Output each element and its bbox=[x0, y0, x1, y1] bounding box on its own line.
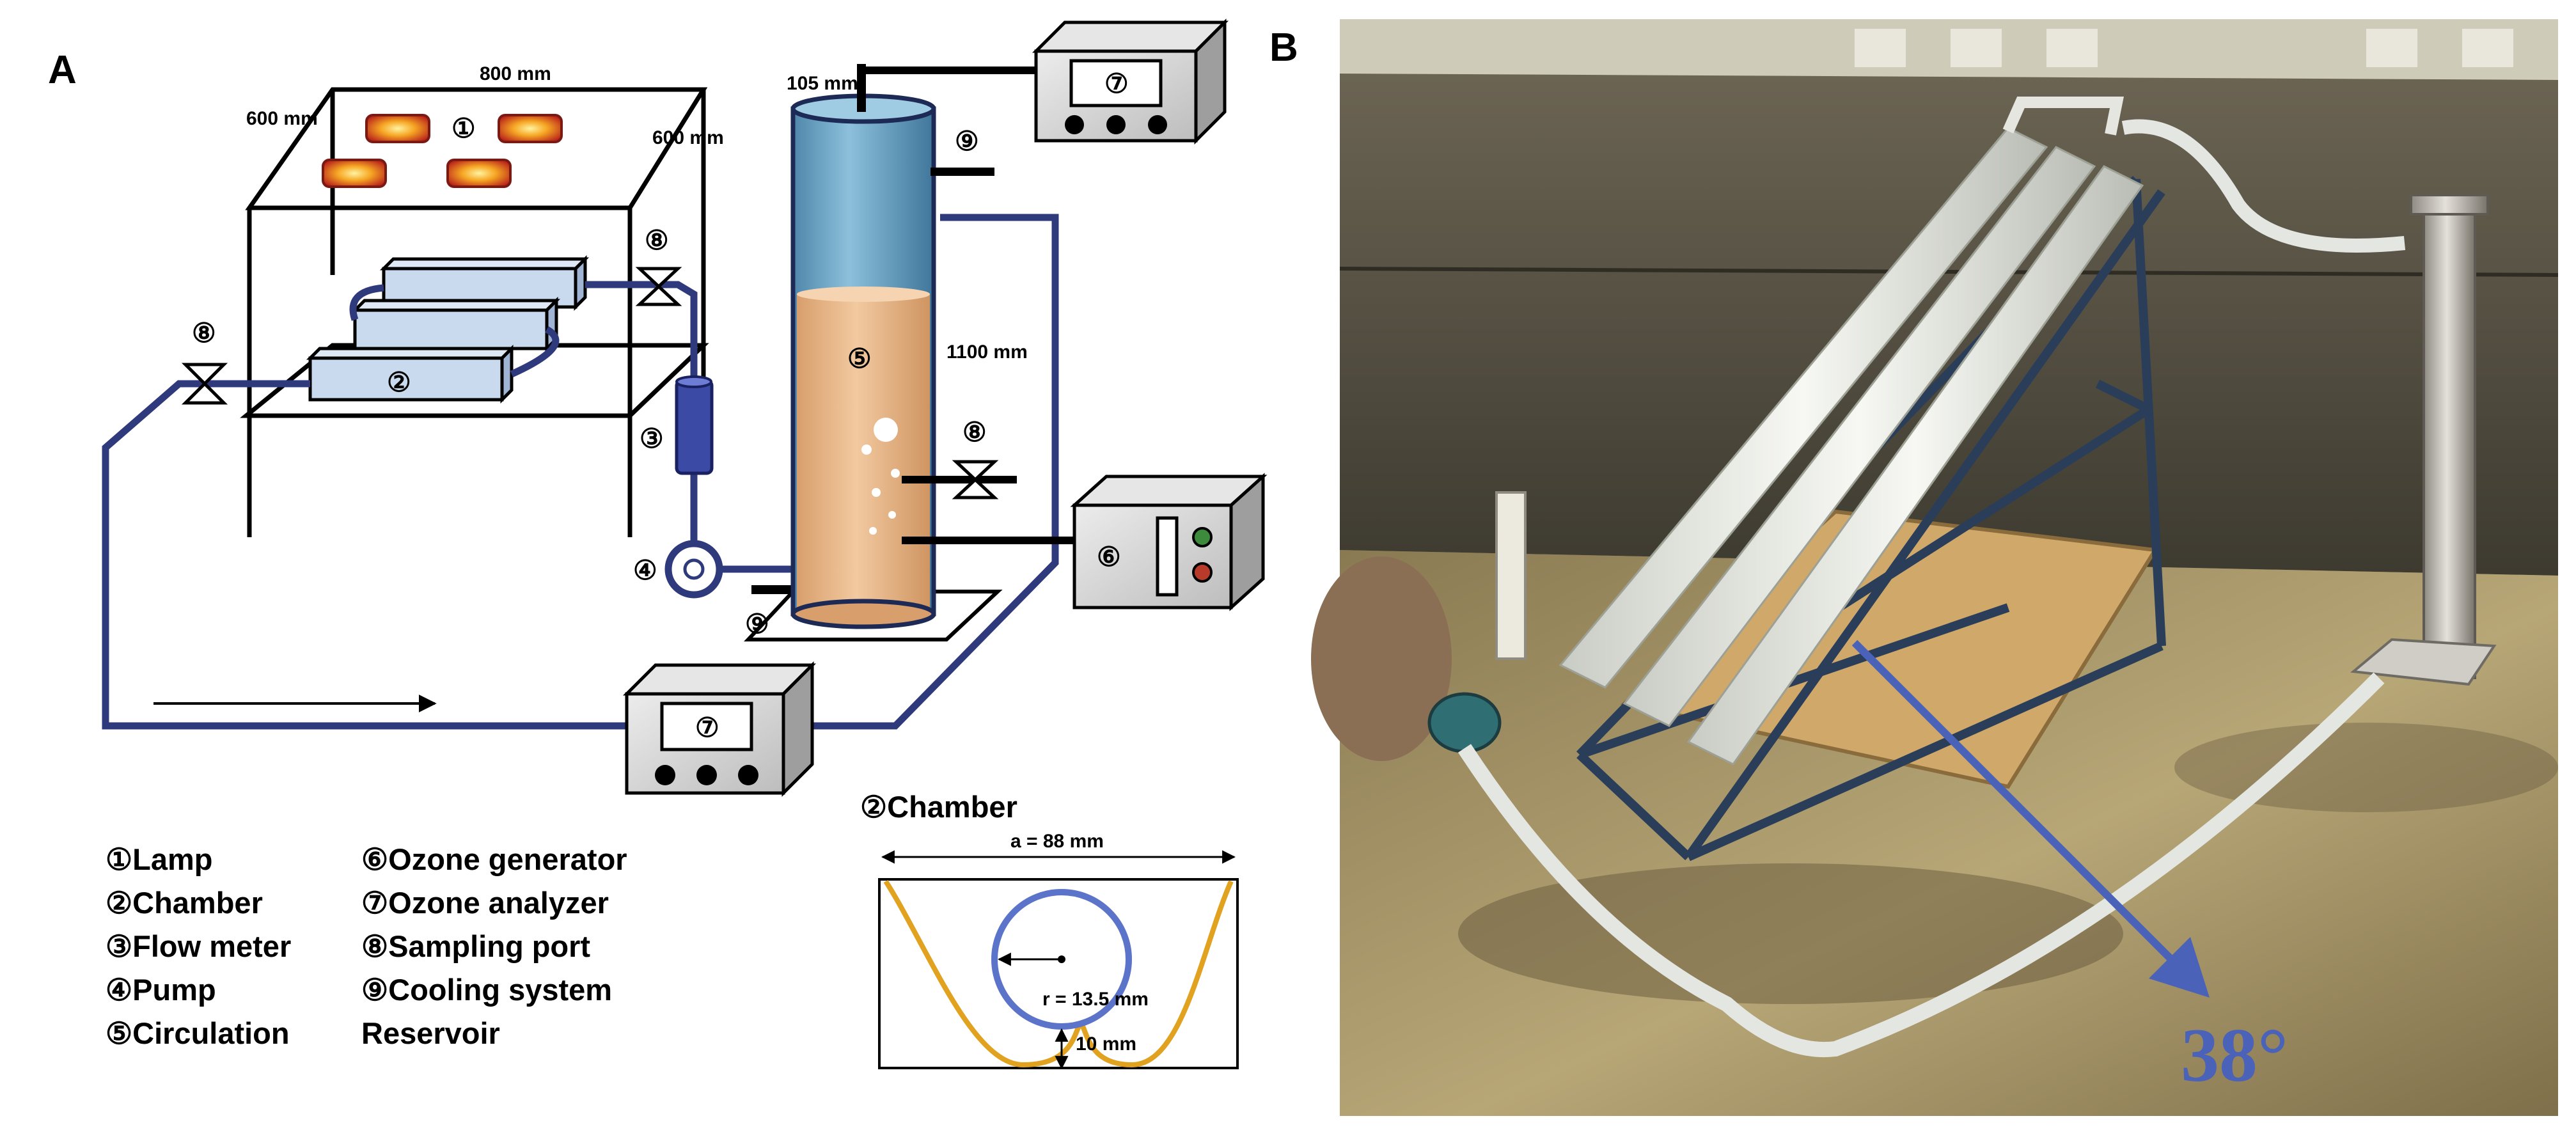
lamp-2 bbox=[498, 114, 563, 143]
legend-item-pump: ④Pump bbox=[106, 973, 216, 1007]
legend-item-circulation: ⑤Circulation bbox=[106, 1016, 290, 1050]
ozone-generator: ⑥ bbox=[1070, 473, 1268, 611]
flow-meter-cap bbox=[675, 375, 712, 388]
marker-ozone-analyzer-top: ⑦ bbox=[1104, 68, 1129, 98]
legend-item-chamber: ②Chamber bbox=[106, 886, 263, 920]
legend-item-cooling-system: ⑨Cooling system bbox=[361, 973, 612, 1007]
photo-flow-meter bbox=[1495, 491, 1527, 660]
photo-uv-tube-2 bbox=[1622, 146, 2096, 727]
marker-ozone-generator: ⑥ bbox=[1097, 542, 1121, 572]
panel-b-label: B bbox=[1269, 26, 1298, 70]
marker-lamp: ① bbox=[452, 113, 476, 143]
photo-reservoir-base bbox=[2350, 638, 2497, 686]
legend-item-sampling-port: ⑧Sampling port bbox=[361, 929, 590, 963]
lamp-1 bbox=[365, 114, 430, 143]
marker-reservoir: ⑤ bbox=[847, 343, 872, 373]
marker-cooling-bottom: ⑨ bbox=[745, 609, 769, 639]
legend-item-lamp: ①Lamp bbox=[106, 842, 212, 876]
legend-item-ozone-generator: ⑥Ozone generator bbox=[361, 842, 627, 876]
lamp-frame bbox=[245, 87, 708, 537]
cooling-top-bar bbox=[931, 168, 994, 176]
photo-pump bbox=[1427, 692, 1502, 753]
liquid-surface bbox=[797, 287, 930, 302]
ozone-analyzer-top: ⑦ bbox=[1032, 18, 1229, 145]
marker-sampling-left: ⑧ bbox=[192, 318, 216, 348]
photo-hose-top bbox=[2121, 119, 2406, 253]
marker-pump: ④ bbox=[633, 555, 657, 585]
photo-uv-tubes bbox=[1559, 127, 2144, 766]
valve-mid bbox=[635, 267, 682, 306]
cooling-bottom-bar bbox=[751, 585, 796, 594]
photo-reservoir-cap bbox=[2410, 194, 2489, 216]
chamber-detail-title: ②Chamber bbox=[860, 790, 1017, 824]
valve-column bbox=[952, 460, 999, 499]
chamber-box-2 bbox=[350, 296, 561, 353]
column-bottom bbox=[790, 599, 936, 629]
photo-uv-tube-3 bbox=[1686, 165, 2144, 766]
reservoir-column: ⑤ bbox=[790, 64, 936, 629]
photo-wet-patch bbox=[1458, 863, 2123, 1004]
lamps: ① bbox=[322, 113, 563, 188]
pipe-loop-left bbox=[349, 284, 384, 321]
column-top-pipe bbox=[857, 64, 866, 112]
marker-cooling-top: ⑨ bbox=[955, 126, 979, 156]
dim-width: 800 mm bbox=[480, 63, 551, 84]
pipes bbox=[102, 214, 1059, 730]
pipe-to-flowmeter bbox=[585, 281, 698, 377]
panel-a-label: A bbox=[48, 48, 77, 92]
legend: ①Lamp ②Chamber ③Flow meter ④Pump ⑤Circul… bbox=[106, 842, 627, 1050]
photo-uv-tube-1 bbox=[1559, 127, 2048, 689]
tube-center bbox=[1058, 955, 1065, 963]
gap-label: 10 mm bbox=[1076, 1033, 1136, 1055]
photo-angle-arrowhead bbox=[2149, 937, 2210, 998]
dim-column-height: 1100 mm bbox=[946, 342, 1028, 363]
legend-item-flow-meter: ③Flow meter bbox=[106, 929, 291, 963]
flow-meter bbox=[675, 379, 714, 475]
marker-flow-meter: ③ bbox=[640, 423, 664, 453]
chamber-platform bbox=[240, 343, 709, 418]
chamber-width-label: a = 88 mm bbox=[1010, 831, 1104, 852]
photo-reservoir bbox=[2423, 203, 2476, 679]
dim-column-top: 105 mm bbox=[787, 73, 858, 94]
photo-wall-seam bbox=[1339, 267, 2559, 277]
photo-angle-line bbox=[1851, 640, 2190, 978]
marker-sampling-column: ⑧ bbox=[962, 417, 987, 447]
pipe-return-right bbox=[806, 214, 1059, 730]
pump-hub bbox=[683, 558, 705, 580]
chamber-detail: ②Chamber a = 88 mm r = 13.5 mm 10 mm bbox=[860, 790, 1239, 1070]
dim-height: 600 mm bbox=[652, 127, 724, 148]
legend-item-reservoir: Reservoir bbox=[361, 1016, 500, 1050]
ozone-analyzer-bottom: ⑦ bbox=[622, 661, 817, 797]
marker-sampling-mid: ⑧ bbox=[645, 225, 669, 255]
panel-b: B bbox=[1269, 19, 2559, 1116]
legend-item-ozone-analyzer: ⑦Ozone analyzer bbox=[361, 886, 609, 920]
pipe-loop-right bbox=[510, 326, 560, 378]
angle-label: 38° bbox=[2181, 1012, 2288, 1097]
bubbles bbox=[861, 418, 900, 535]
photo-windows bbox=[1855, 29, 2513, 67]
lamp-3 bbox=[322, 159, 387, 188]
chambers: ② bbox=[306, 255, 590, 404]
lamp-4 bbox=[446, 159, 512, 188]
marker-ozone-analyzer-bottom: ⑦ bbox=[695, 712, 719, 742]
photo-top-manifold bbox=[2002, 97, 2124, 136]
pipe-return-left bbox=[102, 380, 627, 730]
tube-radius-label: r = 13.5 mm bbox=[1042, 989, 1149, 1010]
photograph: 38° bbox=[1311, 19, 2559, 1116]
panel-a: A 800 mm 600 mm 600 mm ① bbox=[48, 18, 1268, 1070]
chamber-box-1 bbox=[306, 344, 516, 404]
photo-rock bbox=[1311, 556, 1452, 761]
photo-wet-patch-2 bbox=[2174, 723, 2558, 812]
dim-depth: 600 mm bbox=[246, 108, 318, 129]
photo-hose-return bbox=[1457, 672, 2385, 1058]
marker-chamber: ② bbox=[387, 367, 411, 397]
valve-left bbox=[181, 363, 228, 405]
